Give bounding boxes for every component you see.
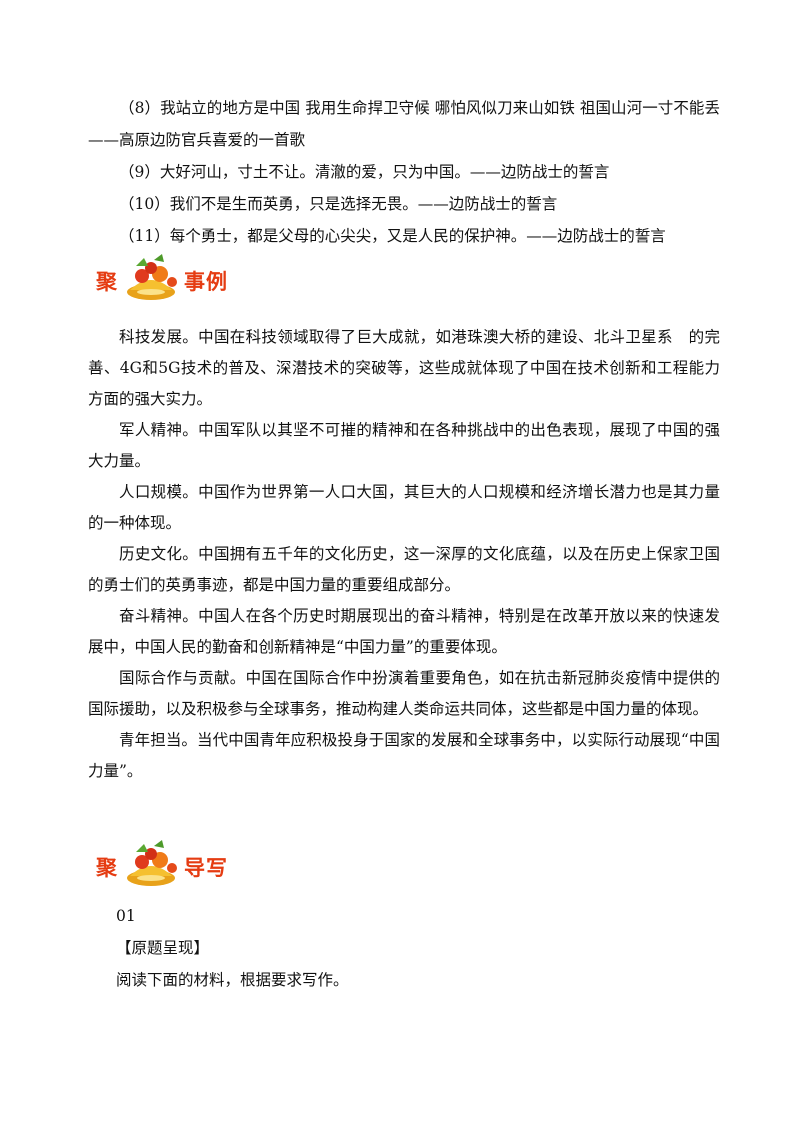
guide-instruction: 阅读下面的材料，根据要求写作。 [116, 971, 349, 989]
quotes-list: （8）我站立的地方是中国 我用生命捍卫守候 哪怕风似刀来山如铁 祖国山河一寸不能… [88, 92, 720, 252]
heading-prefix: 聚 [96, 856, 117, 880]
guide-subheading: 【原题呈现】 [116, 939, 210, 957]
example-paragraph: 历史文化。中国拥有五千年的文化历史，这一深厚的文化底蕴，以及在历史上保家卫国的勇… [88, 545, 720, 594]
example-paragraph: 奋斗精神。中国人在各个历史时期展现出的奋斗精神，特别是在改革开放以来的快速发展中… [88, 607, 720, 656]
example-paragraph: 国际合作与贡献。中国在国际合作中扮演着重要角色，如在抗击新冠肺炎疫情中提供的国际… [88, 669, 720, 718]
example-paragraph: 人口规模。中国作为世界第一人口大国，其巨大的人口规模和经济增长潜力也是其力量的一… [88, 483, 720, 532]
heading-prefix: 聚 [96, 270, 117, 294]
examples-body: 科技发展。中国在科技领域取得了巨大成就，如港珠澳大桥的建设、北斗卫星系 的完善、… [88, 322, 720, 787]
section-heading-guide: 聚 导写 [96, 838, 316, 888]
example-paragraph: 青年担当。当代中国青年应积极投身于国家的发展和全球事务中，以实际行动展现“中国力… [88, 731, 720, 780]
guide-number: 01 [116, 907, 136, 925]
example-paragraph: 科技发展。中国在科技领域取得了巨大成就，如港珠澳大桥的建设、北斗卫星系 的完善、… [88, 328, 720, 408]
example-paragraph: 军人精神。中国军队以其坚不可摧的精神和在各种挑战中的出色表现，展现了中国的强大力… [88, 421, 720, 470]
section-heading-examples: 聚 事例 [96, 252, 316, 302]
gold-ingot-fruit-icon [127, 254, 177, 300]
gold-ingot-fruit-icon [127, 840, 177, 886]
quote-9: （9）大好河山，寸土不让。清澈的爱，只为中国。——边防战士的誓言 [119, 163, 610, 181]
heading-label: 导写 [184, 856, 228, 880]
quote-8: （8）我站立的地方是中国 我用生命捍卫守候 哪怕风似刀来山如铁 祖国山河一寸不能… [88, 99, 720, 149]
quote-10: （10）我们不是生而英勇，只是选择无畏。——边防战士的誓言 [119, 195, 558, 213]
guide-body: 01 【原题呈现】 阅读下面的材料，根据要求写作。 [88, 900, 720, 996]
heading-label: 事例 [184, 270, 228, 294]
quote-11: （11）每个勇士，都是父母的心尖尖，又是人民的保护神。——边防战士的誓言 [119, 227, 666, 245]
